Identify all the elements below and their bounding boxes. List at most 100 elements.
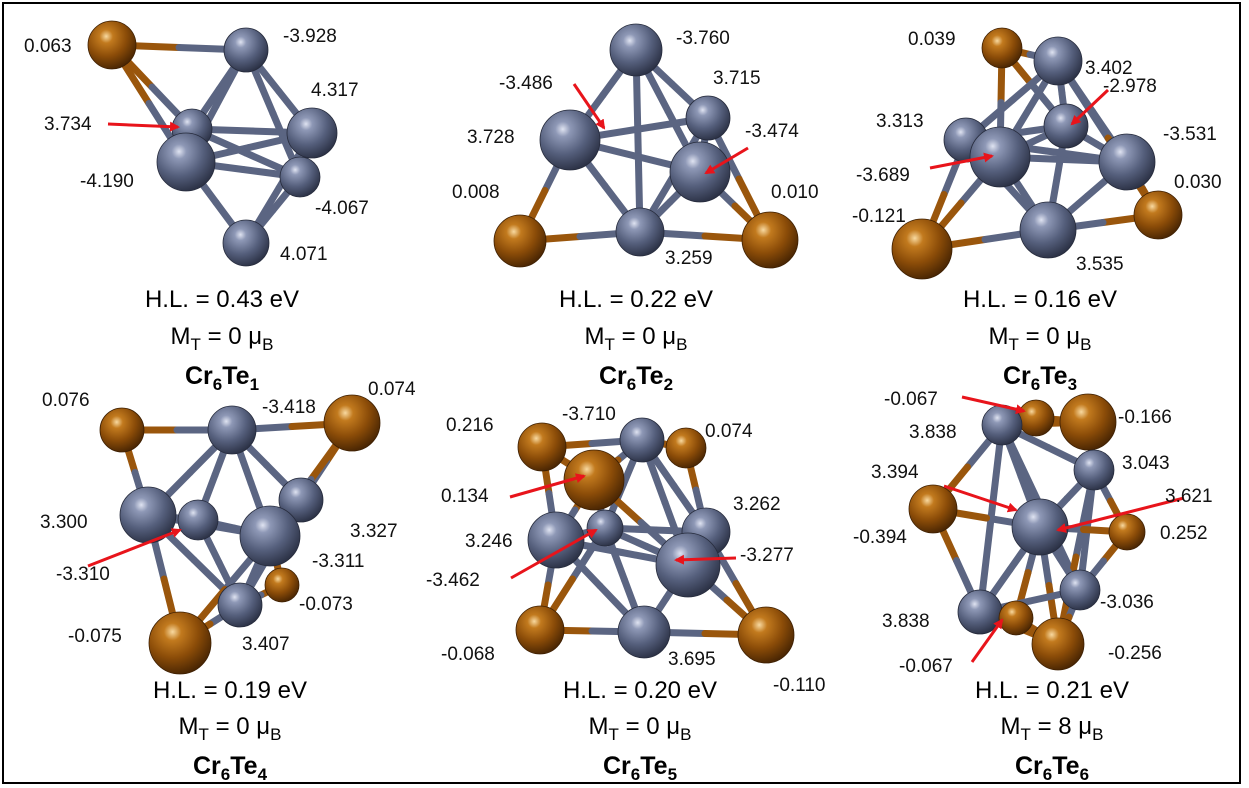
homo-lumo-gap: H.L. = 0.21 eV <box>975 677 1129 704</box>
chromium-atom-sphere <box>1059 569 1101 611</box>
charge-label: -0.110 <box>773 675 825 696</box>
mt-subscript: T <box>199 725 209 744</box>
charge-label: 3.621 <box>1165 486 1213 507</box>
formula-element: Te <box>640 752 667 780</box>
tellurium-atom-sphere <box>87 20 137 70</box>
mt-symbol: M <box>1001 713 1021 740</box>
mt-unit-subscript: B <box>680 725 691 744</box>
formula-subscript: 6 <box>627 375 636 394</box>
chromium-atom-sphere <box>207 405 257 455</box>
mt-value: = 0 μ <box>619 713 680 740</box>
formula-element: Cr <box>1003 362 1031 390</box>
mt-symbol: M <box>179 713 199 740</box>
tellurium-atom-sphere <box>323 394 381 452</box>
chromium-atom-sphere <box>527 511 585 569</box>
charge-label: 3.394 <box>871 462 919 483</box>
formula-subscript: 5 <box>668 765 677 784</box>
panel-cr6te5 <box>515 417 795 664</box>
formula-subscript: 6 <box>221 765 230 784</box>
mt-value: = 0 μ <box>209 713 270 740</box>
mt-value: = 8 μ <box>1031 713 1092 740</box>
mt-unit-subscript: B <box>270 725 281 744</box>
chromium-atom-sphere <box>609 23 663 77</box>
panel-cr6te6 <box>908 393 1146 671</box>
chromium-atom-sphere <box>239 505 301 567</box>
mt-symbol: M <box>989 323 1009 350</box>
pointer-arrow <box>1056 496 1185 533</box>
charge-label: -3.928 <box>283 26 337 47</box>
panel-cr6te1 <box>87 20 338 267</box>
formula-subscript: 6 <box>1031 375 1040 394</box>
charge-label: -0.067 <box>899 656 953 677</box>
formula-subscript: 6 <box>1080 765 1089 784</box>
mt-symbol: M <box>589 713 609 740</box>
chromium-atom-sphere <box>1011 498 1069 556</box>
formula-element: Cr <box>603 752 631 780</box>
total-magnetic-moment: MT = 0 μB <box>585 323 688 354</box>
chromium-atom-sphere <box>655 532 721 598</box>
formula-subscript: 6 <box>213 375 222 394</box>
charge-label: -0.166 <box>1118 407 1172 428</box>
chromium-atom-sphere <box>969 126 1031 188</box>
pointer-arrow <box>929 152 994 170</box>
tellurium-atom-sphere <box>515 605 565 655</box>
tellurium-atom-sphere <box>1108 513 1146 551</box>
tellurium-atom-sphere <box>1017 399 1055 437</box>
mt-unit-subscript: B <box>262 335 273 354</box>
formula-element: Te <box>222 362 249 390</box>
charge-label: -3.311 <box>312 551 364 572</box>
tellurium-atom-sphere <box>493 214 547 268</box>
charge-label: 3.734 <box>44 114 92 135</box>
cluster-formula: Cr6Te3 <box>1003 362 1077 394</box>
chromium-atom-sphere <box>278 477 324 523</box>
charge-label: 0.010 <box>771 182 819 203</box>
pointer-arrow <box>510 528 598 580</box>
chromium-atom-sphere <box>619 417 665 463</box>
chromium-atom-sphere <box>615 207 665 257</box>
charge-label: 0.039 <box>908 29 956 50</box>
panel-cr6te3 <box>891 27 1183 280</box>
charge-label: 0.134 <box>441 486 489 507</box>
chromium-atom-sphere <box>1043 103 1089 149</box>
formula-element: Te <box>1040 362 1067 390</box>
cluster-formula: Cr6Te6 <box>1015 752 1089 784</box>
charge-label: 3.728 <box>467 127 515 148</box>
homo-lumo-gap: H.L. = 0.20 eV <box>563 677 717 704</box>
chromium-atom-sphere <box>1073 449 1115 491</box>
charge-label: -3.710 <box>562 404 616 425</box>
charge-label: -0.394 <box>853 527 907 548</box>
charge-label: 3.327 <box>350 521 398 542</box>
chromium-atom-sphere <box>586 509 624 547</box>
mt-subscript: T <box>605 335 615 354</box>
mt-value: = 0 μ <box>1019 323 1080 350</box>
cluster-formula: Cr6Te1 <box>185 362 259 394</box>
pointer-arrow <box>87 528 182 568</box>
charge-label: 3.407 <box>242 634 290 655</box>
formula-element: Cr <box>185 362 213 390</box>
chromium-atom-sphere <box>981 404 1023 446</box>
mt-unit-subscript: B <box>1092 725 1103 744</box>
chromium-atom-sphere <box>617 605 671 659</box>
pointer-arrow <box>1070 88 1110 126</box>
homo-lumo-gap: H.L. = 0.19 eV <box>153 677 307 704</box>
charge-label: -0.075 <box>68 626 122 647</box>
formula-element: Cr <box>599 362 627 390</box>
charge-label: -4.190 <box>80 171 134 192</box>
charge-label: 3.402 <box>1085 58 1133 79</box>
charge-label: -3.531 <box>1163 124 1217 145</box>
chromium-atom-sphere <box>1033 36 1083 86</box>
charge-label: -3.418 <box>262 397 316 418</box>
mt-symbol: M <box>585 323 605 350</box>
formula-element: Te <box>1052 752 1079 780</box>
pointer-arrow <box>943 484 1018 513</box>
chromium-atom-sphere <box>1098 133 1156 191</box>
charge-label: 3.313 <box>876 111 924 132</box>
charge-label: 3.043 <box>1122 453 1170 474</box>
homo-lumo-gap: H.L. = 0.43 eV <box>145 286 299 313</box>
chromium-atom-sphere <box>286 107 338 159</box>
mt-subscript: T <box>1021 725 1031 744</box>
charge-label: -3.036 <box>1100 592 1154 613</box>
tellurium-atom-sphere <box>998 600 1034 636</box>
tellurium-atom-sphere <box>908 484 958 534</box>
